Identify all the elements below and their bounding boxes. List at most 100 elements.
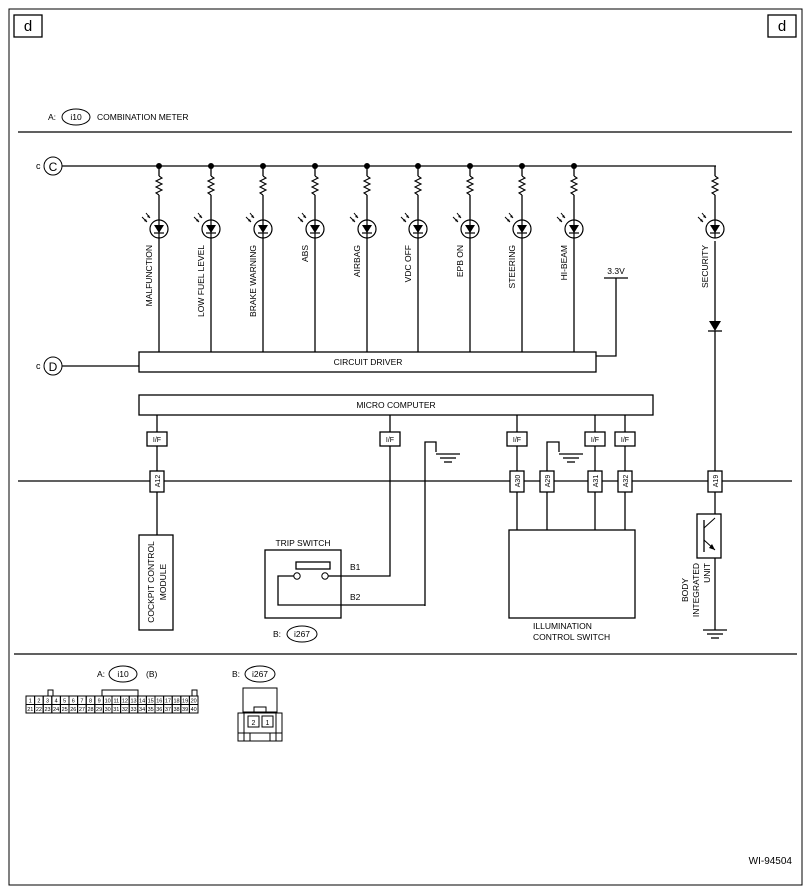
connector-a-pin: 7 — [80, 699, 83, 705]
connector-a-pin: 17 — [165, 699, 171, 705]
illumination-switch-label-2: CONTROL SWITCH — [533, 632, 610, 642]
connector-a-pin: 18 — [173, 699, 179, 705]
indicator-10: SECURITY — [697, 166, 725, 288]
indicator-label: SECURITY — [700, 245, 710, 288]
resistor-icon — [207, 175, 215, 196]
svg-text:(B): (B) — [146, 669, 158, 679]
trip-switch-internal-left — [277, 575, 341, 606]
connector-b-face: 2 1 — [237, 687, 283, 742]
indicator-label: STEERING — [507, 245, 517, 288]
resistor-icon — [466, 175, 474, 196]
indicator-4: ABS — [297, 163, 325, 352]
illumination-switch-box — [508, 529, 636, 619]
connector-a-pin: 6 — [72, 699, 75, 705]
pin-a32: A32 — [617, 470, 633, 493]
led-icon — [504, 212, 532, 239]
connector-a-pin: 31 — [113, 707, 119, 713]
pin-a30: A30 — [509, 470, 525, 493]
indicator-9: HI-BEAM — [556, 163, 584, 352]
body-unit-transistor-arrow — [709, 544, 715, 550]
connector-a-pin: 11 — [113, 699, 119, 705]
security-diode — [709, 321, 721, 331]
connector-a-pin: 24 — [53, 707, 59, 713]
trip-ground-wire — [424, 441, 437, 606]
pin-a19: A19 — [707, 470, 723, 493]
resistor-icon — [518, 175, 526, 196]
input-d-label: c — [36, 361, 41, 371]
indicator-label: BRAKE WARNING — [248, 245, 258, 317]
if-box-a12: I/F — [146, 431, 168, 447]
illumination-switch-label-1: ILLUMINATION — [533, 621, 592, 631]
connector-a-pin: 14 — [139, 699, 145, 705]
connector-a-pin: 40 — [191, 707, 197, 713]
svg-text:A19: A19 — [713, 475, 720, 488]
page-marker-left: d — [13, 14, 43, 38]
pin-a29: A29 — [539, 470, 555, 493]
pin-a31: A31 — [587, 470, 603, 493]
supply-wire — [596, 278, 617, 357]
indicator-label: ABS — [300, 245, 310, 262]
indicator-label: AIRBAG — [352, 245, 362, 277]
connector-a-pin: 3 — [46, 699, 49, 705]
indicator-1: MALFUNCTION — [141, 163, 169, 352]
connector-a-pin: 23 — [44, 707, 50, 713]
svg-text:i267: i267 — [294, 629, 310, 639]
resistor-icon — [155, 175, 163, 196]
trip-b1-label: B1 — [350, 562, 361, 572]
svg-text:i267: i267 — [252, 669, 268, 679]
indicator-3: BRAKE WARNING — [245, 163, 273, 352]
trip-b1-wire — [341, 446, 391, 577]
body-unit-transistor-collector — [703, 517, 716, 529]
connector-a-pin: 34 — [139, 707, 145, 713]
connector-a-pin: 5 — [63, 699, 66, 705]
connector-a-pin: 25 — [62, 707, 68, 713]
circuit-driver-label: CIRCUIT DRIVER — [334, 357, 403, 367]
connector-b-pin-2: 2 — [252, 720, 256, 727]
page-marker-right: d — [767, 14, 797, 38]
svg-text:A30: A30 — [515, 475, 522, 488]
svg-text:I/F: I/F — [621, 437, 629, 444]
figure-id: WI-94504 — [749, 856, 793, 867]
circuit-driver-box — [138, 351, 597, 373]
svg-text:A:: A: — [97, 669, 105, 679]
trip-switch-title: TRIP SWITCH — [275, 538, 330, 548]
svg-text:I/F: I/F — [153, 437, 161, 444]
trip-switch-connector-label: B: i267 — [273, 625, 318, 643]
connector-a-pin: 20 — [191, 699, 197, 705]
led-icon — [452, 212, 480, 239]
connector-a-pin: 27 — [79, 707, 85, 713]
body-unit-box — [696, 513, 722, 559]
connector-a-pin: 26 — [70, 707, 76, 713]
if-box-trip: I/F — [379, 431, 401, 447]
if-box-a31: I/F — [584, 431, 606, 447]
body-unit-label-1: BODY — [680, 578, 690, 602]
resistor-icon — [363, 175, 371, 196]
connector-b-label: B: i267 — [232, 665, 276, 683]
input-d-symbol: D — [49, 360, 58, 374]
connector-a-pin: 19 — [182, 699, 188, 705]
svg-text:A12: A12 — [155, 475, 162, 488]
indicator-8: STEERING — [504, 163, 532, 352]
indicator-5: AIRBAG — [349, 163, 377, 352]
led-icon — [697, 212, 725, 239]
a29-ground-symbol — [558, 453, 584, 463]
indicator-label: VDC OFF — [403, 245, 413, 282]
input-c-symbol: C — [49, 160, 58, 174]
indicator-group: MALFUNCTION LOW FUEL LEVEL BRAKE WARNING AB… — [141, 163, 725, 352]
indicator-label: EPB ON — [455, 245, 465, 277]
svg-text:B:: B: — [273, 629, 281, 639]
trip-switch-button — [295, 561, 331, 570]
svg-text:I/F: I/F — [513, 437, 521, 444]
svg-text:A31: A31 — [593, 475, 600, 488]
header-connector-label: A: i10 COMBINATION METER — [48, 108, 188, 126]
trip-switch-box — [264, 549, 342, 619]
body-unit-label-2: INTEGRATED — [691, 563, 701, 617]
indicator-7: EPB ON — [452, 163, 480, 352]
resistor-icon — [711, 175, 719, 196]
indicator-2: LOW FUEL LEVEL — [193, 163, 221, 352]
connector-a-pin: 8 — [89, 699, 92, 705]
connector-a-pin: 37 — [165, 707, 171, 713]
illumination-wires — [516, 492, 626, 530]
led-icon — [245, 212, 273, 239]
